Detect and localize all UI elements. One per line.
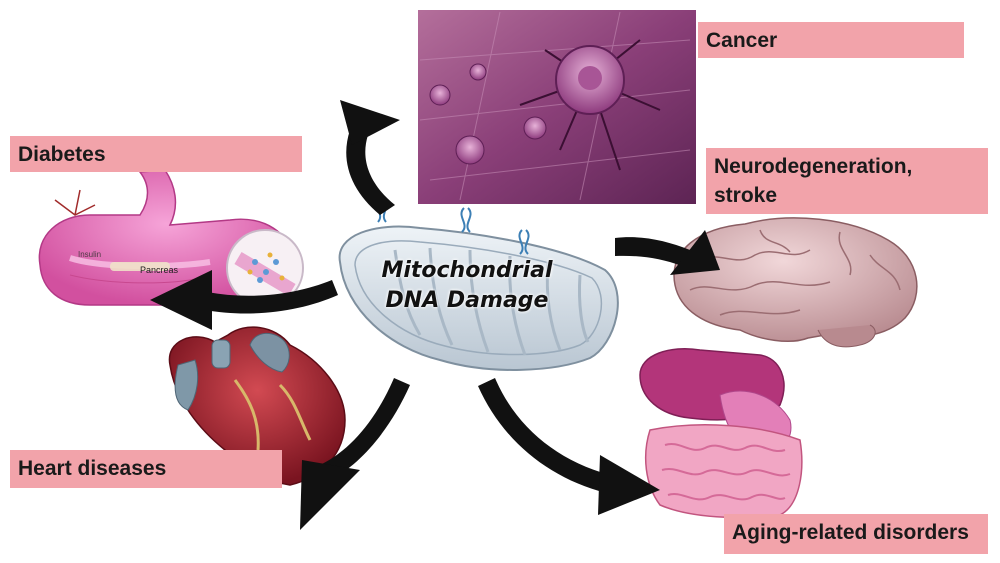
label-cancer: Cancer: [698, 22, 964, 58]
cancer-cell-image: [418, 10, 696, 204]
arrow-to-cancer: [340, 100, 400, 215]
pancreas-text: Pancreas: [140, 265, 179, 275]
digestive-organs-image: [639, 348, 803, 519]
arrow-to-brain: [615, 230, 720, 275]
label-heart-diseases: Heart diseases: [10, 450, 282, 488]
label-aging-text: Aging-related disorders: [732, 521, 969, 544]
label-heart-text: Heart diseases: [18, 457, 167, 480]
label-diabetes: Diabetes: [10, 136, 302, 172]
center-title: Mitochondrial DNA Damage: [352, 256, 582, 316]
insulin-text: Insulin: [78, 250, 101, 259]
stomach-pancreas-image: Insulin Pancreas: [38, 169, 304, 307]
arrow-to-diabetes: [150, 270, 338, 330]
label-neuro-line1: Neurodegeneration,: [714, 155, 913, 178]
arrow-to-aging: [478, 378, 660, 515]
label-diabetes-text: Diabetes: [18, 143, 106, 166]
label-cancer-text: Cancer: [706, 29, 778, 52]
label-aging: Aging-related disorders: [724, 514, 988, 554]
center-title-line1: Mitochondrial: [381, 258, 553, 283]
brain-image: [673, 217, 918, 348]
arrow-to-heart: [300, 378, 410, 530]
label-neurodegeneration: Neurodegeneration, stroke: [706, 148, 988, 214]
center-title-line2: DNA Damage: [385, 288, 549, 313]
mitochondrion-image: [338, 197, 619, 371]
label-neuro-line2: stroke: [714, 184, 778, 207]
heart-image: [168, 326, 346, 486]
